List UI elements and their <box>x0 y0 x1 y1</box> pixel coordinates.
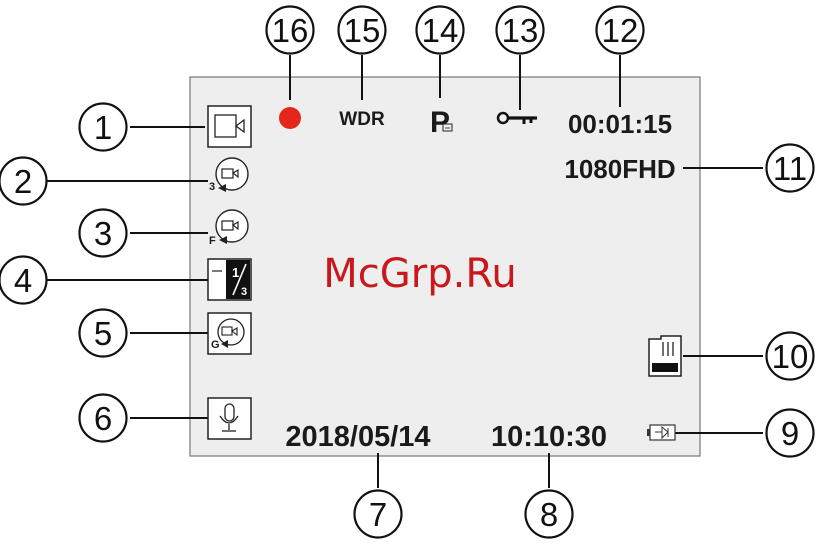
callout-number: 2 <box>14 163 32 200</box>
callout-number: 15 <box>344 12 381 49</box>
loop-subscript-f: F <box>209 235 216 247</box>
microphone-icon <box>208 398 251 439</box>
callout-number: 16 <box>272 12 309 49</box>
callout-14: 14 <box>417 7 464 54</box>
time-label: 10:10:30 <box>491 421 607 453</box>
date-label: 2018/05/14 <box>285 421 430 453</box>
callout-number: 13 <box>502 12 539 49</box>
callout-number: 3 <box>94 215 112 252</box>
callout-number: 9 <box>781 415 799 452</box>
callout-number: 14 <box>422 12 459 49</box>
callout-2: 2 <box>0 158 47 205</box>
callout-6: 6 <box>80 395 127 442</box>
g-sensor-icon: G <box>208 313 251 354</box>
video-mode-icon <box>208 106 251 147</box>
exposure-icon: 1 3 <box>208 259 251 300</box>
sd-card-icon <box>649 336 681 376</box>
exposure-numerator: 1 <box>232 265 239 280</box>
callout-7: 7 <box>355 491 402 538</box>
callout-5: 5 <box>80 310 127 357</box>
callout-8: 8 <box>526 491 573 538</box>
callout-number: 5 <box>94 315 112 352</box>
parking-icon: P <box>430 106 452 139</box>
callout-16: 16 <box>267 7 314 54</box>
recording-dot-icon <box>279 107 301 129</box>
callout-number: 4 <box>14 262 32 299</box>
parking-letter: P <box>430 106 450 139</box>
battery-icon <box>647 425 675 440</box>
loop-subscript-3: 3 <box>209 181 215 193</box>
callout-9: 9 <box>767 410 814 457</box>
callout-number: 12 <box>602 12 639 49</box>
callout-4: 4 <box>0 257 47 304</box>
wdr-label: WDR <box>339 109 385 130</box>
callout-number: 11 <box>773 150 807 187</box>
callout-number: 10 <box>772 338 809 375</box>
callout-15: 15 <box>339 7 386 54</box>
callout-number: 1 <box>94 109 112 146</box>
callout-12: 12 <box>597 7 644 54</box>
callout-number: 6 <box>94 400 112 437</box>
g-sensor-subscript: G <box>211 339 220 351</box>
callout-number: 7 <box>369 496 387 533</box>
callout-1: 1 <box>80 104 127 151</box>
resolution-label: 1080FHD <box>564 154 675 184</box>
watermark: McGrp.Ru <box>323 251 516 297</box>
exposure-denominator: 3 <box>241 286 247 298</box>
recording-time-label: 00:01:15 <box>568 109 672 139</box>
callout-11: 11 <box>767 145 814 192</box>
callout-10: 10 <box>767 333 814 380</box>
callout-13: 13 <box>497 7 544 54</box>
callout-number: 8 <box>540 496 558 533</box>
callout-3: 3 <box>80 210 127 257</box>
